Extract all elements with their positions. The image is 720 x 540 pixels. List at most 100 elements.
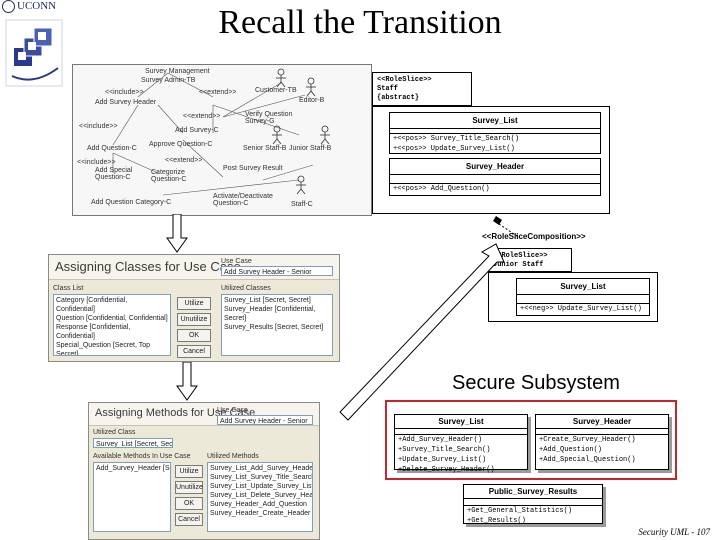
list-item[interactable]: Question [Confidential, Confidential] [56,315,168,322]
composition-label: <<RoleSliceComposition>> [482,232,586,241]
class-op: +Delete_Survey_Header() [398,466,495,474]
actor-label-1: Customer-TB [255,87,297,94]
uc-label-11: Add Question Category-C [91,199,172,206]
list-item[interactable]: Add_Survey_Header [Secret] [96,465,170,472]
uc-label-4: Verify Question Survey-G [245,111,293,125]
diagonal-arrow-icon [339,243,505,421]
secure-class-survey-header: Survey_Header +Create_Survey_Header() +A… [535,414,669,470]
class-survey-list: Survey_List +<<pos>> Survey_Title_Search… [389,112,601,154]
slide-title: Recall the Transition [218,4,502,41]
uc-label-9: Add Special Question-C [95,167,133,181]
class-attrs [464,499,602,506]
utilize-button[interactable]: Utilize [177,297,211,310]
class-list[interactable]: Category [Confidential, Confidential] Qu… [53,294,171,356]
use-case-select[interactable]: Add Survey Header - Senior [217,415,313,425]
secure-subsystem-label: Secure Subsystem [452,372,620,394]
list-item[interactable]: Category [Confidential, Confidential] [56,297,128,313]
class-op: +Update_Survey_List() [398,456,487,464]
actor-label-4: Junior Staff-B [289,145,332,152]
ok-button[interactable]: OK [177,329,211,342]
utilized-classes-list[interactable]: Survey_List [Secret, Secret] Survey_Head… [221,294,333,356]
class-ops: +<<pos>> Add_Question() [390,184,600,194]
list-item[interactable]: Survey_Header_Add_Question [210,501,307,508]
class-op: +<<neg>> Update_Survey_List() [520,305,642,313]
class-op: +Add_Survey_Header() [398,436,483,444]
actor-label-3: Senior Staff-B [243,145,287,152]
use-case-label: Use Case [217,407,248,414]
uc-label-1: Survey Management [145,68,210,75]
list-item[interactable]: Survey_Results [Secret, Secret] [224,324,324,331]
available-methods-list[interactable]: Add_Survey_Header [Secret] [93,462,171,532]
class-name: Survey_List [390,113,600,129]
list-item[interactable]: Survey_List [Secret, Secret] [224,297,311,304]
class-name: Survey_Header [536,415,668,429]
assign-methods-dialog: Assigning Methods for Use Case Use Case … [88,402,320,540]
list-item[interactable]: Response [Confidential, Confidential] [56,324,131,340]
class-op: +Get_General_Statistics() [467,507,573,515]
class-op: +<<pos>> Add_Question() [393,185,490,193]
list-item[interactable]: Survey_List_Update_Survey_List [210,483,313,490]
cancel-button[interactable]: Cancel [177,345,211,358]
utilized-methods-list[interactable]: Survey_List_Add_Survey_Header Survey_Lis… [207,462,313,532]
available-methods-label: Available Methods In Use Case [93,453,191,460]
down-arrow-icon [166,214,188,253]
composition-connector [493,216,521,239]
stereo-line: <<RoleSlice>> [377,76,432,84]
utilized-class-label: Utilized Class [93,429,136,436]
class-ops: +Get_General_Statistics() +Get_Results() [464,506,602,526]
actor-figures [272,68,330,195]
stereo-line: Junior Staff [493,261,544,269]
relation-label-4: <<extend>> [183,113,221,120]
class-survey-list-junior: Survey_List +<<neg>> Update_Survey_List(… [516,278,650,316]
list-item[interactable]: Survey_Header_Create_Header [210,510,311,517]
uc-label-5: Add Survey-C [175,127,219,134]
utilized-methods-label: Utilized Methods [207,453,259,460]
ok-button[interactable]: OK [175,497,203,510]
relation-label-1: <<include>> [105,89,144,96]
list-item[interactable]: Survey_List_Delete_Survey_Header [210,492,313,499]
list-item[interactable]: Survey_List_Survey_Title_Search [210,474,313,481]
list-item[interactable]: Survey_Header [Confidential, Secret] [224,306,316,322]
stereo-line: Staff [377,85,399,93]
logo-text: UCONN [17,0,57,13]
class-name: Public_Survey_Results [464,485,602,499]
class-op: +Add_Question() [539,446,603,454]
uc-label-6: Add Question-C [87,145,137,152]
utilize-button[interactable]: Utilize [175,465,203,478]
stereo-line: {abstract} [377,94,420,102]
use-case-select[interactable]: Add Survey Header - Senior [221,266,333,276]
uc-label-2: Survey Admin-TB [141,77,196,84]
cancel-button[interactable]: Cancel [175,513,203,526]
utilized-class-select[interactable]: Survey_List [Secret, Secret] [93,438,173,448]
class-attrs [390,129,600,134]
class-attrs [395,429,527,435]
usecase-diagram-canvas [112,72,314,196]
relation-label-6: <<extend>> [165,157,203,164]
stereo-line: <<RoleSlice>> [493,252,548,260]
class-ops: +<<pos>> Survey_Title_Search() +<<pos>> … [390,134,600,154]
class-op: +Get_Results() [467,517,526,525]
unutilize-button[interactable]: Unutilize [175,481,203,494]
unutilize-button[interactable]: Unutilize [177,313,211,326]
class-name: Survey_List [517,279,649,295]
list-item[interactable]: Survey_List_Add_Survey_Header [210,465,313,472]
relation-label-2: <<extend>> [199,89,237,96]
use-case-label: Use Case [221,258,252,265]
class-survey-header: Survey_Header +<<pos>> Add_Question() [389,158,601,196]
dialog-title: Assigning Methods for Use Case [89,403,319,426]
uc-label-3: Add Survey Header [95,99,157,106]
roleslice-staff: <<RoleSlice>> Staff {abstract} [372,72,472,106]
uc-label-12: Activate/Deactivate Question-C [213,193,273,207]
uc-label-8: Categorize Question-C [151,169,187,183]
class-op: +Add_Special_Question() [539,456,636,464]
actor-label-5: Staff-C [291,201,313,208]
class-attrs [517,295,649,304]
class-attrs [390,175,600,184]
class-op: +<<pos>> Update_Survey_List() [393,145,515,153]
class-ops: +<<neg>> Update_Survey_List() [517,304,649,314]
public-survey-results-class: Public_Survey_Results +Get_General_Stati… [463,484,603,526]
class-op: +Survey_Title_Search() [398,446,491,454]
slide-footer: Security UML - 107 [638,527,710,537]
utilized-classes-label: Utilized Classes [221,285,271,292]
list-item[interactable]: Special_Question [Secret, Top Secret] [56,342,151,356]
